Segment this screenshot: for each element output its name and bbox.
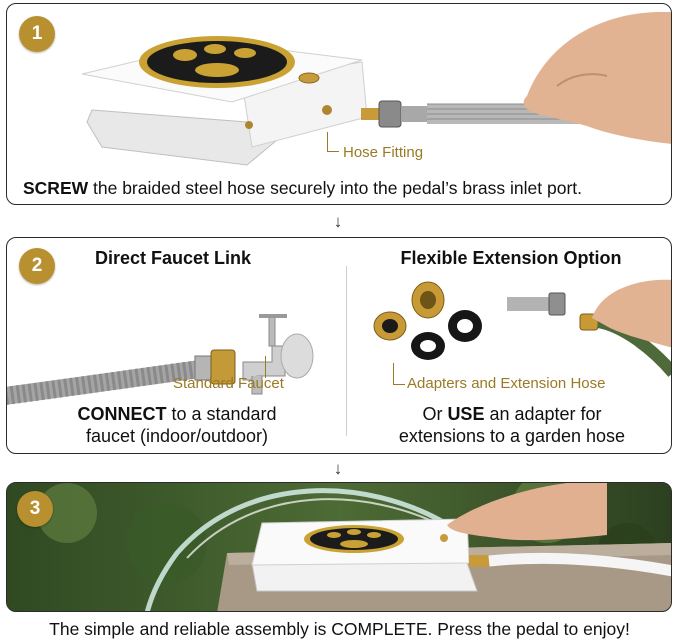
connect-caption-line-1: CONNECT to a standard: [27, 403, 327, 425]
arrow-2-to-3: ↓: [333, 459, 343, 478]
adapters-and-extension-hose-image: [373, 279, 671, 377]
standard-faucet-label: Standard Faucet: [173, 375, 284, 392]
hose-fitting-leader: [327, 132, 339, 152]
step-1-caption-text: the braided steel hose securely into the…: [88, 178, 583, 198]
connect-caption-line-1-text: to a standard: [166, 404, 277, 424]
arrow-1-to-2: ↓: [333, 212, 343, 231]
step-3-badge: 3: [17, 491, 53, 527]
use-adapter-caption-prefix: Or: [422, 404, 448, 424]
step-1-badge: 1: [19, 16, 55, 52]
pedal-in-use-photo: [7, 483, 671, 611]
direct-faucet-title: Direct Faucet Link: [94, 248, 252, 268]
step-1-panel: 1 Hose Fitting SCREW the braided steel h…: [6, 3, 672, 205]
adapters-label: Adapters and Extension Hose: [407, 375, 606, 392]
use-adapter-caption-line-2: extensions to a garden hose: [398, 426, 626, 446]
completion-caption: The simple and reliable assembly is COMP…: [49, 619, 630, 639]
step-1-caption-bold: SCREW: [23, 178, 89, 198]
hose-fitting-label: Hose Fitting: [343, 144, 424, 161]
connect-caption-bold: CONNECT: [77, 404, 167, 424]
step-3-panel: 3: [6, 482, 672, 612]
standard-faucet-leader: [265, 356, 266, 378]
adapters-leader: [393, 363, 405, 385]
connect-caption: CONNECT to a standard faucet (indoor/out…: [27, 403, 327, 447]
step-1-caption: SCREW the braided steel hose securely in…: [23, 178, 582, 199]
use-adapter-caption-line-1: Or USE an adapter for: [362, 403, 662, 425]
use-adapter-caption-line-1-text: an adapter for: [484, 404, 602, 424]
step-2-badge: 2: [19, 248, 55, 284]
use-adapter-caption-bold: USE: [447, 404, 485, 424]
hose-and-faucet-image: [7, 314, 314, 405]
pedal-product-image: [81, 36, 368, 166]
connect-caption-line-2: faucet (indoor/outdoor): [85, 426, 269, 446]
column-divider: [346, 266, 347, 436]
step-2-panel: 2 Direct Faucet Link Flexible Extension …: [6, 237, 672, 454]
use-adapter-caption: Or USE an adapter for extensions to a ga…: [362, 403, 662, 447]
braided-hose-in-hand-image: [361, 12, 671, 144]
extension-option-title: Flexible Extension Option: [400, 248, 622, 268]
